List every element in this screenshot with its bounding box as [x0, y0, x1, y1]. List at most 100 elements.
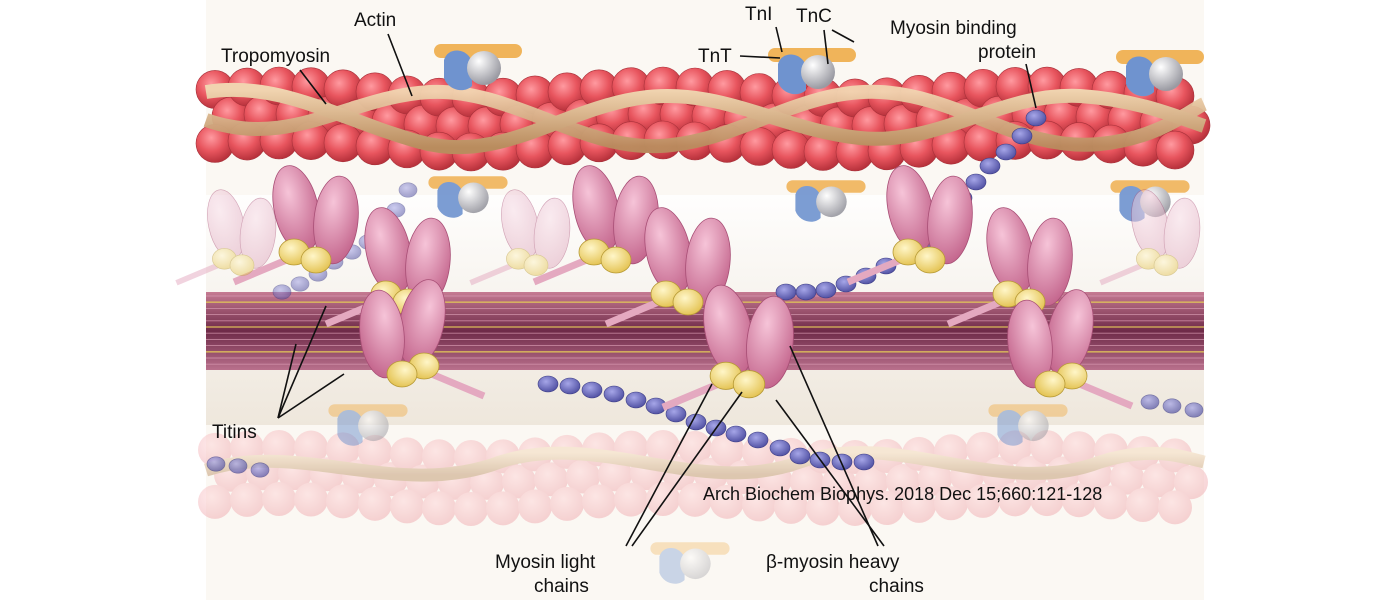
actin-monomer: [230, 482, 264, 517]
myosin-heavy-chain: [746, 295, 794, 389]
mybp-domain: [206, 456, 226, 472]
troponin-complex: [428, 176, 508, 218]
tnc-subunit: [467, 51, 501, 85]
back-thin-filament: [198, 430, 1208, 526]
leader-titin-1: [277, 305, 327, 419]
myosin-light-chain: [1153, 254, 1179, 276]
myosin-head: [532, 165, 659, 286]
leader-actin: [387, 33, 413, 97]
myosin-light-chain: [1034, 370, 1066, 398]
mybp-domain: [603, 385, 625, 403]
myosin-heavy-chain: [359, 289, 405, 379]
actin-monomer: [870, 490, 904, 525]
leader-titin-2: [277, 343, 297, 419]
actin-monomer: [1155, 130, 1195, 170]
mybp-domain: [1162, 398, 1182, 414]
myosin-head: [232, 165, 359, 286]
mybp-domain: [537, 375, 559, 393]
tnt-subunit: [437, 182, 463, 218]
leader-heavy-chain-2: [775, 399, 885, 547]
troponin-complex: [328, 404, 408, 446]
label-light-chains-line1: Myosin light: [495, 552, 596, 573]
myosin-binding-protein: [537, 375, 875, 471]
mybp-domain: [625, 391, 647, 409]
mybp-domain: [272, 284, 292, 300]
myosin-head: [175, 189, 277, 286]
tnt-subunit: [1126, 56, 1154, 97]
leader-tnc-1: [823, 29, 829, 65]
mybp-domain: [995, 143, 1017, 161]
mybp-domain: [665, 405, 687, 423]
actin-monomer: [774, 489, 808, 524]
myosin-binding-protein: [1140, 394, 1204, 418]
actin-monomer: [262, 482, 296, 517]
leader-tnt: [739, 55, 781, 59]
actin-monomer: [966, 431, 1000, 466]
actin-monomer: [678, 482, 712, 517]
actin-monomer: [1030, 482, 1064, 517]
mybp-domain: [795, 283, 817, 301]
troponin-complex: [650, 542, 730, 584]
myosin-light-chain: [672, 288, 704, 316]
actin-monomer: [1062, 483, 1096, 518]
actin-monomer: [1110, 460, 1144, 495]
myosin-heavy-chain: [239, 197, 277, 269]
mybp-domain: [831, 453, 853, 471]
actin-monomer: [1094, 485, 1128, 520]
myosin-heavy-chain: [1163, 197, 1201, 269]
myosin-heavy-chain: [927, 175, 973, 265]
mybp-domain: [789, 447, 811, 465]
actin-monomer: [390, 437, 424, 472]
troponin-complex: [786, 180, 866, 222]
myosin-light-chain: [600, 246, 632, 274]
actin-monomer: [422, 491, 456, 526]
myosin-head: [359, 279, 486, 400]
mybp-domain: [1140, 394, 1160, 410]
actin-monomer: [502, 464, 536, 499]
actin-monomer: [902, 488, 936, 523]
actin-monomer: [294, 430, 328, 465]
label-layer: Actin Tropomyosin TnI TnC TnT Myosin bin…: [212, 4, 1102, 597]
mybp-domain: [965, 173, 987, 191]
actin-monomer: [358, 486, 392, 521]
actin-monomer: [1062, 431, 1096, 466]
myosin-heavy-chain: [1007, 299, 1053, 389]
mybp-domain: [1025, 109, 1047, 127]
myosin-binding-protein: [206, 456, 270, 478]
mybp-domain: [1011, 127, 1033, 145]
actin-monomer: [534, 462, 568, 497]
actin-monomer: [358, 434, 392, 469]
back-tropomyosin-strand: [204, 446, 1206, 482]
actin-monomer: [582, 484, 616, 519]
tnc-subunit: [801, 55, 835, 89]
actin-monomer: [678, 430, 712, 465]
myosin-head: [604, 207, 731, 328]
actin-monomer: [614, 482, 648, 517]
mybp-domain: [398, 182, 418, 198]
myosin-light-chain: [300, 246, 332, 274]
citation: Arch Biochem Biophys. 2018 Dec 15;660:12…: [703, 484, 1102, 504]
tnt-subunit: [997, 410, 1023, 446]
tnt-subunit: [444, 50, 472, 91]
myosin-light-chain: [523, 254, 549, 276]
actin-monomer: [422, 439, 456, 474]
leader-light-chain-1: [625, 383, 713, 547]
myosin-light-chain: [229, 254, 255, 276]
actin-monomer: [550, 486, 584, 521]
mybp-domain: [775, 283, 797, 301]
myosin-heavy-chain: [685, 217, 731, 307]
actin-monomer: [790, 464, 824, 499]
tropomyosin-strand: [204, 82, 1207, 155]
tni-subunit: [650, 542, 730, 555]
troponin-complex: [434, 44, 522, 91]
actin-monomer: [918, 461, 952, 496]
myosin-light-chain: [732, 370, 766, 399]
label-heavy-chains-line2: chains: [869, 576, 924, 597]
actin-monomer: [1142, 463, 1176, 498]
actin-monomer: [710, 484, 744, 519]
mybp-domain: [815, 281, 837, 299]
leader-light-chain-2: [631, 391, 743, 547]
label-heavy-chains-line1: β-myosin heavy: [766, 552, 900, 573]
label-tni: TnI: [745, 4, 772, 25]
leader-heavy-chain-1: [789, 345, 879, 547]
